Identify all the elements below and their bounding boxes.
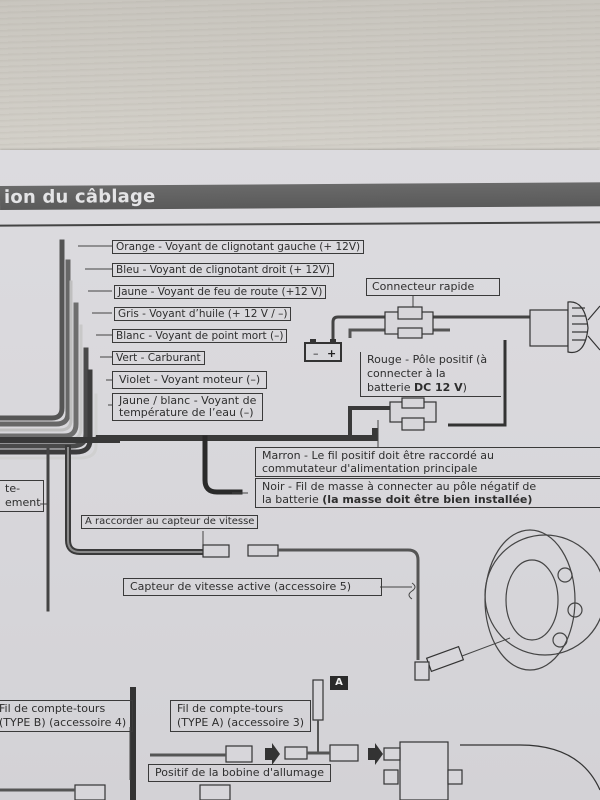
arrow-right-icon: [265, 743, 383, 765]
wire-speed-inner: [67, 447, 206, 553]
red-wire-line1: Rouge - Pôle positif (à: [367, 353, 488, 366]
brown-wire-line2: commutateur d'alimentation principale: [262, 462, 478, 475]
left-cut-line2: ement: [5, 496, 41, 509]
sensor-leader: [461, 637, 511, 657]
brown-wire-line1: Marron - Le fil positif doit être raccor…: [262, 449, 495, 462]
label-violet-wire: Violet - Voyant moteur (–): [112, 371, 268, 389]
label-speed-sensor-connect: A raccorder au capteur de vitesse: [81, 515, 259, 529]
label-jaune-blanc-line1: Jaune / blanc - Voyant de: [119, 394, 257, 407]
label-bleu-wire: Bleu - Voyant de clignotant droit (+ 12V…: [112, 263, 335, 277]
manual-page: [0, 150, 600, 800]
speed-sensor-connector-icon: [202, 544, 420, 660]
label-tach-wire-type-a: Fil de compte-tours (TYPE A) (accessoire…: [170, 700, 312, 732]
tach-b-connector-icon: [0, 784, 231, 800]
label-gris-wire: Gris - Voyant d’huile (+ 12 V / –): [114, 307, 292, 321]
label-black-wire: Noir - Fil de masse à connecter au pôle …: [255, 478, 600, 508]
ignition-coil-icon: [383, 741, 600, 800]
left-cut-line1: te-: [5, 482, 21, 495]
label-blanc-wire: Blanc - Voyant de point mort (–): [112, 329, 288, 343]
label-ignition-coil-positive: Positif de la bobine d'allumage: [148, 764, 332, 782]
label-vert-wire: Vert - Carburant: [112, 351, 205, 365]
label-tach-wire-type-b: Fil de compte-tours (TYPE B) (accessoire…: [0, 700, 134, 732]
label-quick-connector: Connecteur rapide: [366, 278, 500, 296]
tach-b-line2: (TYPE B) (accessoire 4): [0, 716, 127, 729]
label-brown-wire: Marron - Le fil positif doit être raccor…: [255, 447, 600, 477]
wire-battery-positive: [331, 315, 532, 339]
wire-speed: [65, 445, 208, 555]
tach-a-line1: Fil de compte-tours: [177, 702, 284, 715]
speed-sensor-icon: [414, 645, 465, 681]
label-jaune-blanc-line2: température de l’eau (–): [119, 406, 254, 419]
wire-harness: [0, 239, 412, 800]
wooden-table-background: [0, 0, 600, 150]
wire-black: [202, 435, 243, 495]
black-wire-line1: Noir - Fil de masse à connecter au pôle …: [262, 480, 537, 493]
quick-connector-icon: [384, 306, 437, 431]
red-wire-line3: batterie DC 12 V): [367, 381, 467, 394]
wire-brown: [98, 406, 412, 440]
label-leaders: [40, 245, 414, 780]
label-jaune-wire: Jaune - Voyant de feu de route (+12 V): [114, 285, 327, 299]
wire-sensor-wavy: [408, 582, 416, 600]
red-wire-line2: connecter à la: [367, 367, 446, 380]
label-left-cut: te- ement: [0, 480, 44, 512]
wire-to-lamp: [448, 340, 507, 427]
label-orange-wire: Orange - Voyant de clignotant gauche (+ …: [112, 240, 365, 254]
svg-text:–: –: [313, 347, 319, 360]
headlight-icon: [529, 301, 600, 354]
label-jaune-blanc-wire: Jaune / blanc - Voyant de température de…: [112, 393, 264, 421]
tach-connector-icon: [150, 679, 359, 763]
svg-text:+: +: [327, 347, 336, 360]
label-red-wire: Rouge - Pôle positif (à connecter à la b…: [360, 352, 501, 397]
label-active-speed-sensor: Capteur de vitesse active (accessoire 5): [123, 578, 382, 596]
badge-a: A: [330, 676, 348, 690]
black-wire-line2: la batterie (la masse doit être bien ins…: [262, 493, 533, 506]
wire-bleu: [0, 259, 71, 427]
tach-b-line1: Fil de compte-tours: [0, 702, 106, 715]
battery-icon: – +: [304, 339, 342, 362]
brake-disc-icon: [484, 529, 600, 671]
wire-orange: [0, 239, 65, 421]
tach-a-line2: (TYPE A) (accessoire 3): [177, 716, 305, 729]
wire-gris: [0, 302, 79, 439]
wire-jaune: [0, 280, 73, 432]
wire-jaune-blanc: [0, 393, 98, 460]
